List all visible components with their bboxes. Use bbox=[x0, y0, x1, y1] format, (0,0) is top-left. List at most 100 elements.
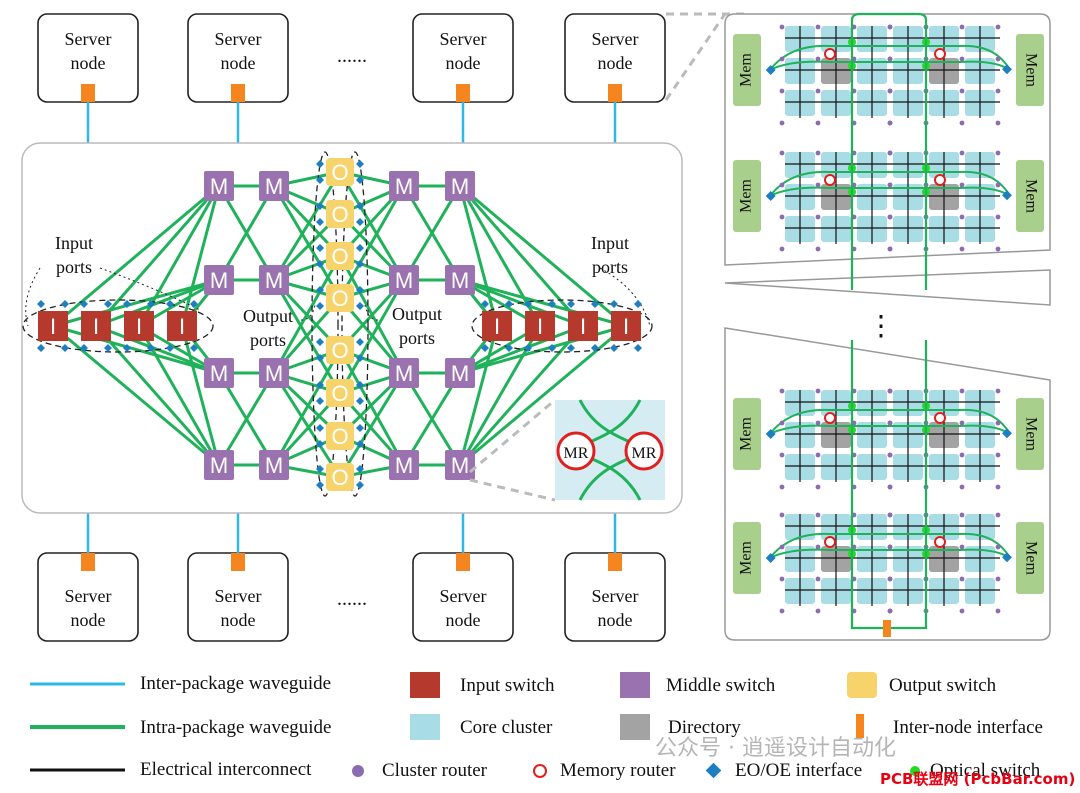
eo-oe-interface bbox=[316, 397, 324, 405]
middle-switch: M bbox=[445, 171, 475, 201]
memory-block bbox=[1016, 160, 1044, 232]
output-switch-letter: O bbox=[331, 338, 348, 363]
cluster-router bbox=[815, 544, 821, 550]
input-switch: I bbox=[524, 300, 556, 352]
cluster-router bbox=[779, 214, 785, 220]
eo-oe-interface bbox=[356, 424, 364, 432]
pcb-watermark: PCB联盟网 (PcbBar.com) bbox=[880, 770, 1076, 788]
cluster-router bbox=[995, 608, 1001, 614]
server-node-label: Server bbox=[215, 29, 262, 49]
legend: Inter-package waveguide Intra-package wa… bbox=[0, 660, 1080, 793]
inter-node-interface bbox=[231, 84, 245, 102]
intra-package-waveguide bbox=[272, 372, 342, 478]
server-node-label: node bbox=[71, 53, 106, 73]
middle-switch-box bbox=[204, 171, 234, 201]
chip-bottom-panel bbox=[724, 327, 1051, 641]
output-ports-group-right bbox=[341, 151, 369, 497]
cluster-router bbox=[995, 88, 1001, 94]
server-node-label: Server bbox=[440, 586, 487, 606]
cluster-router bbox=[887, 512, 893, 518]
architecture-diagram: ServernodeServernodeServernodeServernode… bbox=[21, 12, 1051, 642]
middle-switch-letter: M bbox=[210, 174, 228, 199]
middle-switch-box bbox=[259, 265, 289, 295]
eo-oe-interface bbox=[610, 344, 618, 352]
memory-block bbox=[733, 160, 761, 232]
cluster-router bbox=[959, 150, 965, 156]
eo-oe-interface bbox=[356, 381, 364, 389]
cluster-router bbox=[815, 420, 821, 426]
output-switch: O bbox=[316, 422, 364, 450]
input-switch: I bbox=[80, 300, 112, 352]
legend-directory: Directory bbox=[668, 717, 741, 738]
cluster-router bbox=[815, 214, 821, 220]
input-switch-letter: I bbox=[623, 314, 629, 339]
mr-label: MR bbox=[564, 445, 589, 462]
intra-package-waveguide bbox=[180, 325, 221, 466]
intra-package-waveguide bbox=[769, 548, 1011, 559]
eo-oe-interface bbox=[548, 344, 556, 352]
cluster-router bbox=[779, 24, 785, 30]
middle-switch: M bbox=[389, 171, 419, 201]
output-switch-box bbox=[326, 200, 354, 228]
cluster-router bbox=[959, 120, 965, 126]
cluster-router bbox=[815, 56, 821, 62]
legend-intra-package: Intra-package waveguide bbox=[140, 717, 332, 738]
inter-node-interface bbox=[231, 553, 245, 571]
eo-oe-interface bbox=[481, 344, 489, 352]
intra-package-waveguide bbox=[180, 185, 221, 327]
memory-label: Mem bbox=[738, 541, 755, 575]
eo-oe-interface bbox=[123, 344, 131, 352]
cluster-router bbox=[887, 544, 893, 550]
intra-package-waveguide bbox=[769, 424, 1011, 435]
port-pointer bbox=[364, 304, 379, 321]
middle-switch-letter: M bbox=[265, 174, 283, 199]
cluster-router bbox=[959, 420, 965, 426]
microring-resonator bbox=[556, 431, 596, 471]
cluster-router bbox=[779, 56, 785, 62]
cluster-router bbox=[995, 246, 1001, 252]
middle-switch: M bbox=[389, 265, 419, 295]
intra-package-waveguide bbox=[402, 372, 462, 466]
eo-oe-interface bbox=[356, 202, 364, 210]
input-switch-letter: I bbox=[580, 314, 586, 339]
intra-package-waveguide bbox=[217, 372, 276, 466]
middle-switch-box bbox=[445, 171, 475, 201]
output-switch-box bbox=[326, 379, 354, 407]
cluster-router bbox=[815, 246, 821, 252]
eo-oe-interface bbox=[104, 344, 112, 352]
inter-node-interface bbox=[81, 84, 95, 102]
input-switch-letter: I bbox=[494, 314, 500, 339]
cluster-router bbox=[887, 56, 893, 62]
middle-switch-letter: M bbox=[451, 453, 469, 478]
cluster-router bbox=[959, 388, 965, 394]
eo-oe-interface bbox=[316, 465, 324, 473]
cluster-router bbox=[887, 246, 893, 252]
middle-switch-letter: M bbox=[265, 268, 283, 293]
eo-oe-interface bbox=[591, 344, 599, 352]
cluster-router bbox=[815, 388, 821, 394]
eo-oe-interface bbox=[356, 397, 364, 405]
eo-oe-interface bbox=[1002, 64, 1012, 75]
intra-package-waveguide bbox=[94, 325, 221, 466]
cluster-router bbox=[815, 484, 821, 490]
middle-switch-box bbox=[204, 265, 234, 295]
output-switch: O bbox=[316, 158, 364, 186]
legend-cluster-router: Cluster router bbox=[382, 760, 488, 781]
output-switch: O bbox=[316, 336, 364, 364]
server-node-label: Server bbox=[440, 29, 487, 49]
cluster-router bbox=[887, 608, 893, 614]
inter-node-interface bbox=[456, 84, 470, 102]
middle-switch: M bbox=[259, 358, 289, 388]
middle-switch-box bbox=[445, 358, 475, 388]
memory-label: Mem bbox=[1022, 53, 1039, 87]
cluster-router bbox=[779, 544, 785, 550]
zoom-guide bbox=[469, 398, 556, 474]
output-switch-letter: O bbox=[331, 424, 348, 449]
eo-oe-interface bbox=[481, 300, 489, 308]
memory-label: Mem bbox=[1022, 179, 1039, 213]
cluster-router bbox=[887, 214, 893, 220]
memory-router bbox=[824, 536, 836, 548]
